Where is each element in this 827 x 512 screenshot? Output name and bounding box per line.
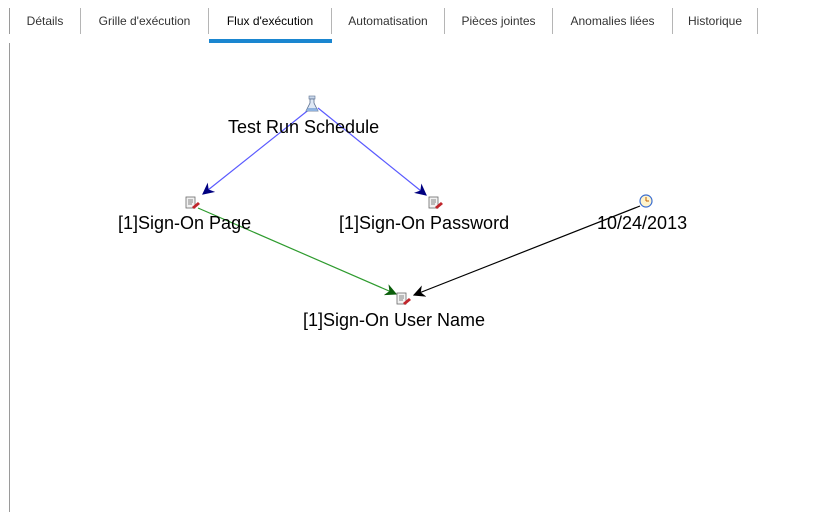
edge-signon-page-to-signon-username (197, 207, 398, 296)
node-label-signon-page[interactable]: [1]Sign-On Page (118, 213, 252, 233)
tab-history[interactable]: Historique (673, 8, 758, 34)
test-run-schedule-icon[interactable] (305, 95, 319, 112)
content-left-border (9, 43, 10, 512)
node-label-signon-password[interactable]: [1]Sign-On Password (339, 213, 510, 233)
tab-details[interactable]: Détails (10, 8, 81, 34)
edge-date-to-signon-username (412, 205, 641, 297)
tab-linked-defects[interactable]: Anomalies liées (553, 8, 673, 34)
clock-icon[interactable] (639, 194, 653, 208)
signon-username-test-icon[interactable] (396, 292, 411, 305)
edge-root-to-signon-password (317, 107, 427, 196)
node-label-signon-username[interactable]: [1]Sign-On User Name (303, 310, 486, 330)
tab-execution-flow[interactable]: Flux d'exécution (209, 8, 332, 34)
signon-page-test-icon[interactable] (185, 196, 200, 209)
active-tab-indicator (209, 39, 332, 43)
node-label-test-run-schedule[interactable]: Test Run Schedule (228, 117, 380, 137)
tab-automation[interactable]: Automatisation (332, 8, 445, 34)
tab-bar-left-border (9, 8, 10, 34)
edge-root-to-signon-page (202, 107, 312, 195)
node-label-date[interactable]: 10/24/2013 (597, 213, 688, 233)
tab-bar: Détails Grille d'exécution Flux d'exécut… (0, 0, 827, 43)
signon-password-test-icon[interactable] (428, 196, 443, 209)
tab-execution-grid[interactable]: Grille d'exécution (81, 8, 209, 34)
tab-attachments[interactable]: Pièces jointes (445, 8, 553, 34)
